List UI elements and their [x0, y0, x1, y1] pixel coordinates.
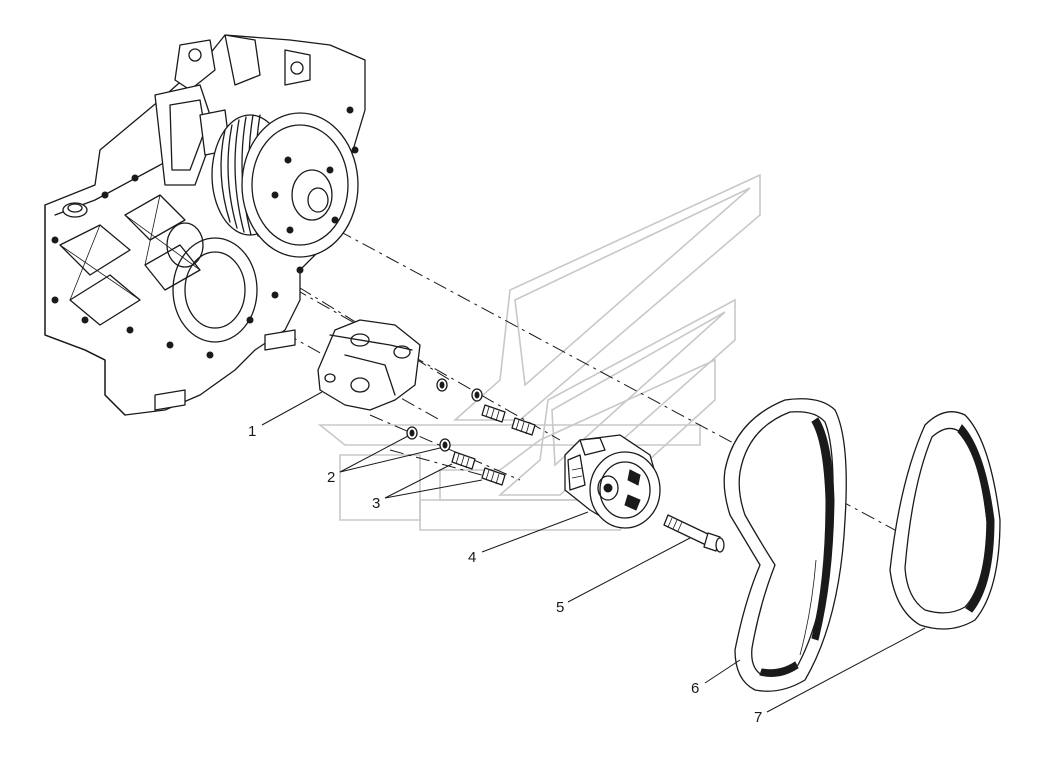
tensioner-bolt — [663, 514, 725, 553]
callout-7: 7 — [754, 709, 762, 726]
poly-v-belt-large — [723, 398, 847, 692]
callout-5: 5 — [556, 599, 564, 616]
washers — [406, 378, 483, 452]
watermark-logo — [317, 173, 761, 531]
callout-6: 6 — [691, 680, 699, 697]
water-pump-pulley — [211, 112, 359, 258]
callout-4: 4 — [468, 549, 476, 566]
callouts: 1 2 3 4 5 6 7 — [248, 391, 926, 726]
poly-v-belt-small — [889, 411, 1001, 630]
callout-2: 2 — [327, 469, 335, 486]
studs — [451, 404, 536, 486]
belt-tensioner — [564, 434, 661, 529]
callout-3: 3 — [372, 495, 380, 512]
callout-1: 1 — [248, 423, 256, 440]
tensioner-bracket — [317, 319, 421, 411]
